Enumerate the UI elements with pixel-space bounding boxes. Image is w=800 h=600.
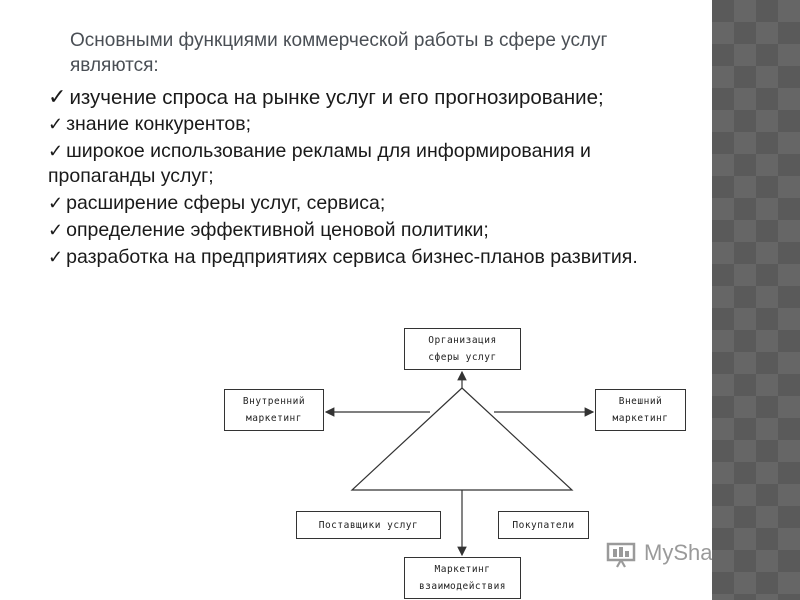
box-label: взаимодействия bbox=[418, 581, 507, 592]
box-label: Поставщики услуг bbox=[318, 519, 419, 531]
bullet-item: ✓изучение спроса на рынке услуг и его пр… bbox=[48, 84, 688, 110]
bullet-text: разработка на предприятиях сервиса бизне… bbox=[66, 246, 638, 268]
bullet-item: ✓расширение сферы услуг, сервиса; bbox=[48, 191, 688, 216]
slide: Основными функциями коммерческой работы … bbox=[48, 28, 745, 599]
box-label: Маркетинг bbox=[434, 564, 491, 575]
bullet-text: изучение спроса на рынке услуг и его про… bbox=[69, 86, 604, 109]
decorative-side-strip bbox=[712, 0, 800, 600]
box-label: маркетинг bbox=[246, 413, 302, 424]
checkmark-icon: ✓ bbox=[48, 141, 64, 161]
box-service-suppliers: Поставщики услуг bbox=[296, 511, 441, 539]
bullet-list: ✓изучение спроса на рынке услуг и его пр… bbox=[48, 84, 688, 272]
heading-line-1: Основными функциями коммерческой работы … bbox=[70, 30, 608, 51]
bullet-item: ✓широкое использование рекламы для инфор… bbox=[48, 139, 688, 189]
presentation-board-icon bbox=[606, 542, 636, 568]
diagram-connectors bbox=[324, 370, 595, 557]
checkmark-icon: ✓ bbox=[48, 84, 67, 109]
box-buyers: Покупатели bbox=[498, 511, 589, 539]
checkmark-icon: ✓ bbox=[48, 220, 64, 240]
box-interaction-marketing: Маркетинг взаимодействия bbox=[404, 557, 521, 599]
triangle-shape bbox=[350, 387, 574, 491]
box-label: Внешний bbox=[618, 396, 663, 407]
checkmark-icon: ✓ bbox=[48, 193, 64, 213]
box-label: Внутренний bbox=[242, 396, 306, 407]
box-label: Покупатели bbox=[512, 519, 575, 531]
bullet-text: расширение сферы услуг, сервиса; bbox=[66, 192, 386, 214]
bullet-text: знание конкурентов; bbox=[66, 113, 252, 135]
bullet-item: ✓определение эффективной ценовой политик… bbox=[48, 218, 688, 243]
bullet-text: широкое использование рекламы для информ… bbox=[48, 140, 591, 187]
slide-heading: Основными функциями коммерческой работы … bbox=[70, 28, 710, 78]
box-service-organization: Организация сферы услуг bbox=[404, 328, 521, 370]
box-label: маркетинг bbox=[612, 413, 669, 424]
checkmark-icon: ✓ bbox=[48, 114, 64, 134]
box-external-marketing: Внешний маркетинг bbox=[595, 389, 686, 431]
heading-line-2: являются: bbox=[70, 55, 159, 76]
bullet-item: ✓разработка на предприятиях сервиса бизн… bbox=[48, 245, 688, 270]
box-label: Организация bbox=[428, 335, 497, 346]
box-internal-marketing: Внутренний маркетинг bbox=[224, 389, 324, 431]
bullet-item: ✓знание конкурентов; bbox=[48, 112, 688, 137]
box-label: сферы услуг bbox=[428, 352, 497, 363]
bullet-text: определение эффективной ценовой политики… bbox=[66, 219, 489, 241]
checkmark-icon: ✓ bbox=[48, 247, 64, 267]
